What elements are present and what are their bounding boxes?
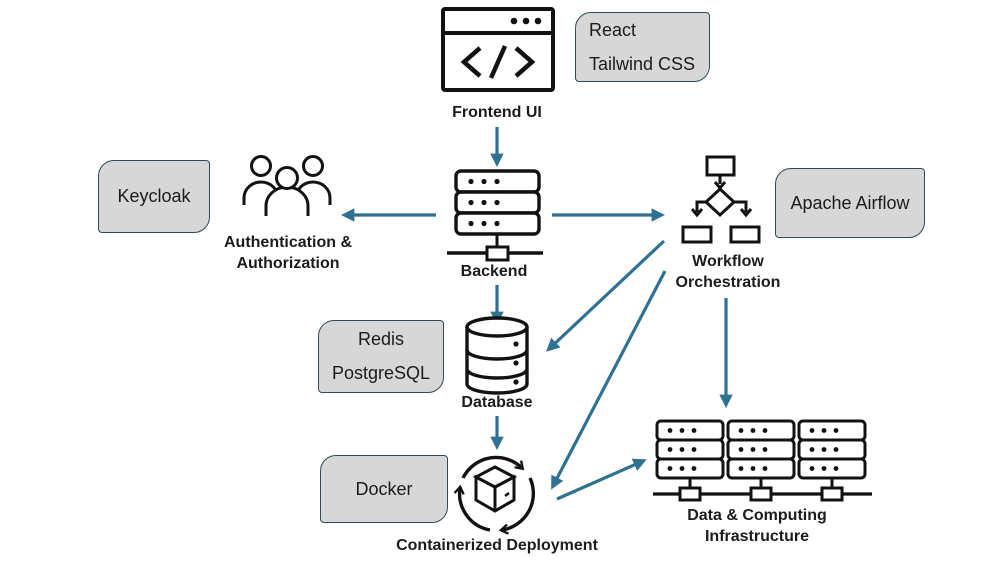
- workflow-label-line1: Workflow: [692, 253, 764, 270]
- code-chevron-right: [514, 46, 536, 78]
- arrow-workflow-to-container: [551, 270, 667, 490]
- flowchart-icon: [681, 155, 761, 244]
- tech-box-apache-airflow: Apache Airflow: [775, 168, 925, 238]
- tech-box-react-tailwind: React Tailwind CSS: [575, 12, 710, 82]
- frontend-ui-label: Frontend UI: [452, 104, 542, 121]
- infra-label-line2: Infrastructure: [704, 528, 810, 545]
- tech-label: Keycloak: [117, 186, 191, 206]
- tech-label: Docker: [355, 478, 413, 499]
- browser-code-icon: [441, 7, 555, 92]
- code-slash: [488, 45, 508, 79]
- auth-label-line1: Authentication &: [224, 234, 352, 251]
- backend-label: Backend: [460, 263, 528, 280]
- users-group-icon: [242, 155, 332, 216]
- tech-box-redis-postgresql: Redis PostgreSQL: [318, 320, 444, 393]
- tech-box-docker: Docker: [320, 455, 448, 523]
- auth-label-line2: Authorization: [236, 255, 340, 272]
- workflow-label: Workflow Orchestration: [648, 251, 808, 293]
- database-label: Database: [461, 394, 533, 411]
- server-cluster-icon: [653, 419, 872, 502]
- workflow-label-line2: Orchestration: [675, 274, 781, 291]
- code-chevron-left: [460, 46, 482, 78]
- server-stack-icon: [447, 169, 543, 262]
- tech-box-keycloak: Keycloak: [98, 160, 210, 233]
- infra-label-line1: Data & Computing: [687, 507, 827, 524]
- container-cycle-icon: [453, 455, 536, 535]
- arrow-workflow-to-database: [546, 239, 666, 352]
- tech-label: React: [589, 19, 637, 40]
- tech-label: Tailwind CSS: [589, 53, 696, 74]
- infra-label: Data & Computing Infrastructure: [667, 505, 847, 547]
- auth-label: Authentication & Authorization: [203, 232, 373, 274]
- tech-label: PostgreSQL: [331, 363, 431, 383]
- arrow-container-to-infra: [556, 458, 647, 501]
- connector-arrows: [340, 127, 733, 501]
- tech-label: Apache Airflow: [790, 192, 910, 213]
- tech-label: Redis: [357, 329, 405, 349]
- container-label: Containerized Deployment: [396, 537, 598, 554]
- database-cylinder-icon: [465, 316, 529, 395]
